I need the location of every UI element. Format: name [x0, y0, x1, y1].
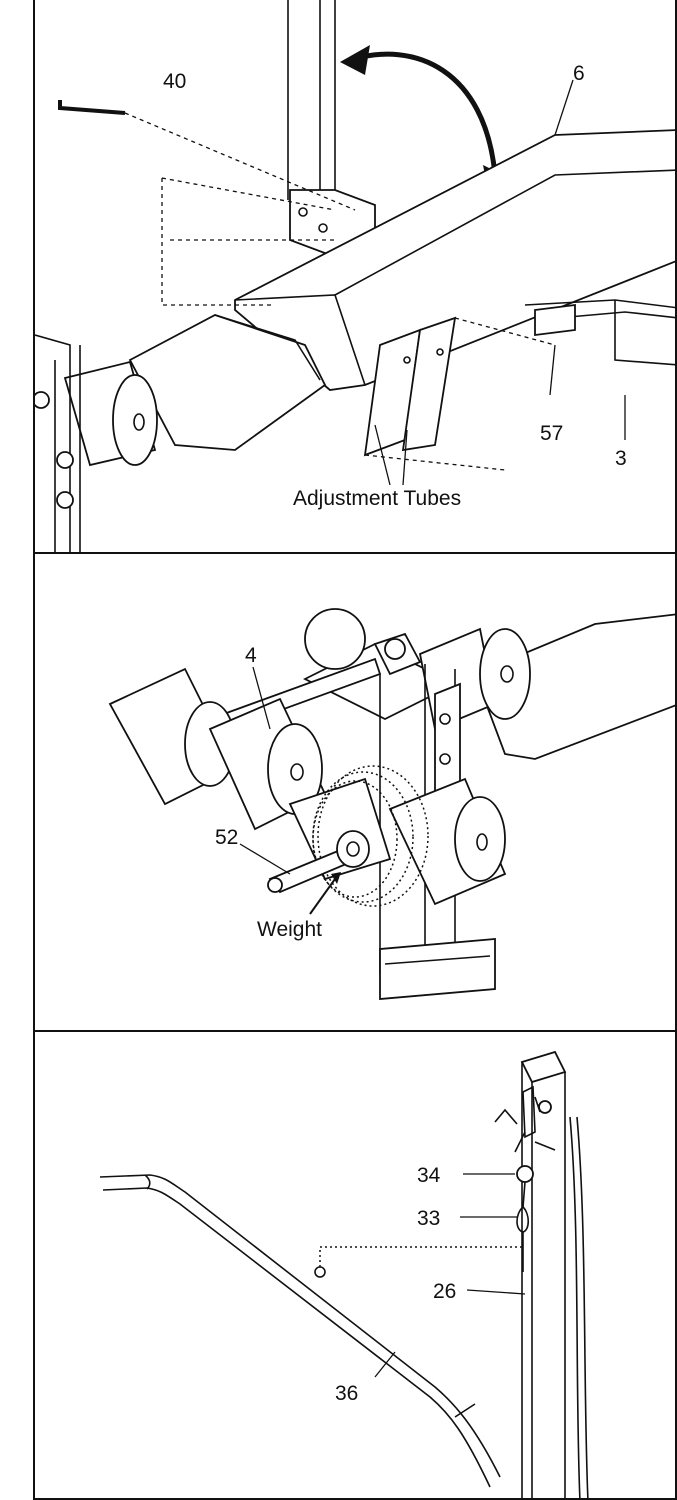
front-frame — [35, 334, 81, 552]
leg-post — [379, 664, 496, 1000]
rear-frame — [524, 299, 675, 366]
callout-52: 52 — [215, 826, 238, 849]
weight-plates — [312, 765, 429, 907]
pulley-bracket — [494, 1085, 556, 1153]
leader-lines — [374, 79, 626, 486]
bench-adjustment-diagram: 40 6 57 3 Adjustment Tubes — [35, 0, 675, 552]
panel-leg-lever-weight: 4 52 Weight — [33, 552, 677, 1032]
callout-4: 4 — [245, 644, 257, 667]
alignment-guides — [124, 112, 556, 471]
alignment-guides — [319, 1246, 523, 1267]
leg-roller — [63, 360, 158, 467]
leg-lever-diagram: 4 52 Weight — [108, 608, 675, 1000]
weight-sleeve — [267, 830, 370, 894]
panel-bench-adjustment: 40 6 57 3 Adjustment Tubes — [33, 0, 677, 554]
handle-cable-diagram: 34 33 26 36 — [99, 1050, 589, 1498]
callout-33: 33 — [417, 1207, 440, 1230]
adjustment-tubes-label: Adjustment Tubes — [293, 487, 461, 510]
leader-lines — [374, 1173, 526, 1378]
bench-pad — [473, 613, 675, 760]
adjustment-tubes — [363, 316, 457, 457]
callout-6: 6 — [573, 62, 585, 85]
cable-clip — [516, 1181, 530, 1272]
upright-tube — [520, 1050, 589, 1498]
upright-post — [287, 0, 376, 256]
weight-label: Weight — [257, 918, 322, 941]
leader-lines — [239, 666, 341, 915]
callout-57: 57 — [540, 422, 563, 445]
seat-pad — [128, 314, 327, 451]
panel-handle-cable: 34 33 26 36 — [33, 1030, 677, 1500]
callout-34: 34 — [417, 1164, 441, 1187]
callout-3: 3 — [615, 447, 627, 470]
locking-pin — [58, 100, 126, 115]
callout-26: 26 — [433, 1280, 456, 1303]
backrest-pad — [234, 129, 675, 391]
callout-36: 36 — [335, 1382, 358, 1405]
front-roller-upper — [208, 697, 327, 831]
callout-40: 40 — [163, 70, 186, 93]
bottom-roller — [288, 777, 507, 906]
upper-leg-roller — [302, 608, 531, 731]
ball-stop — [516, 1165, 534, 1183]
